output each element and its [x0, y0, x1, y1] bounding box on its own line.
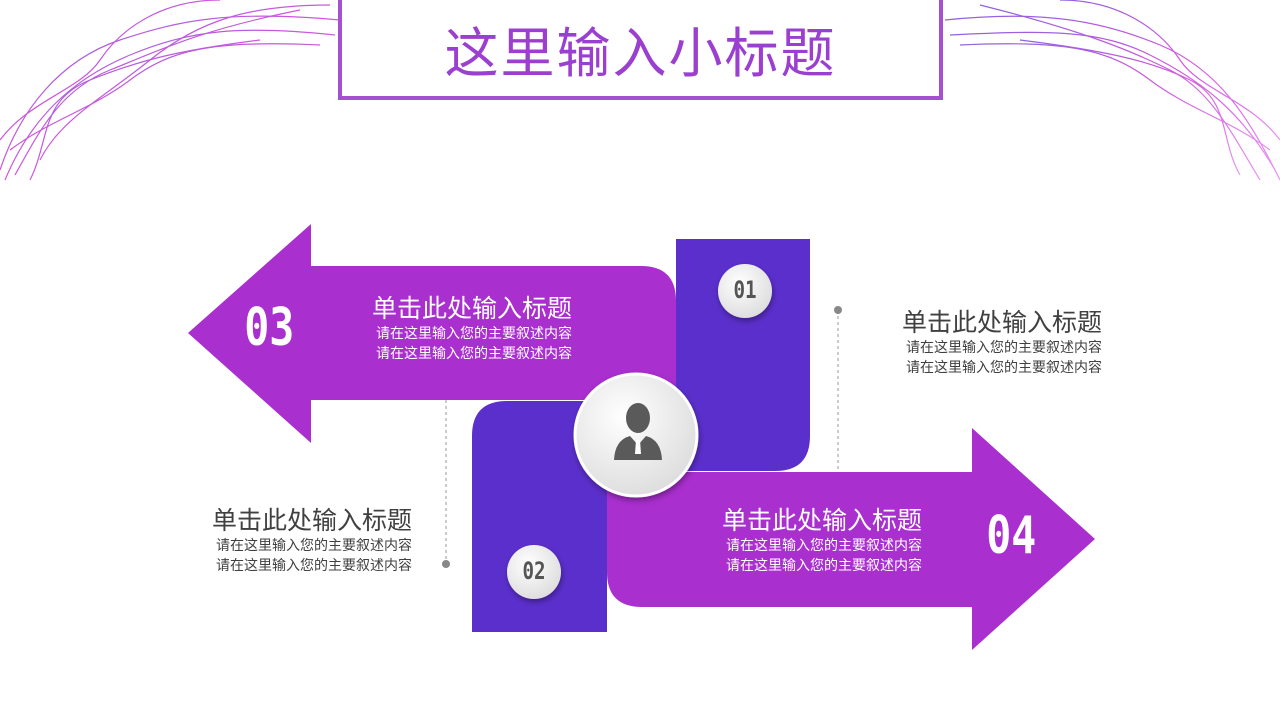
step-04-text: 单击此处输入标题 请在这里输入您的主要叙述内容 请在这里输入您的主要叙述内容 — [722, 506, 922, 576]
badge-02-circle — [507, 545, 561, 599]
badge-02: 02 — [522, 557, 546, 585]
center-circle — [573, 372, 699, 498]
step-04-line-2: 请在这里输入您的主要叙述内容 — [726, 558, 922, 574]
step-02-line-2: 请在这里输入您的主要叙述内容 — [216, 558, 412, 574]
number-04: 04 — [986, 506, 1037, 566]
step-01-line-1: 请在这里输入您的主要叙述内容 — [906, 340, 1102, 356]
connector-dot-02 — [442, 560, 450, 568]
step-04-arrow — [607, 428, 1095, 650]
title-box: 这里输入小标题 — [338, 0, 943, 100]
slide-title: 这里输入小标题 — [444, 21, 837, 85]
step-01-text: 单击此处输入标题 请在这里输入您的主要叙述内容 请在这里输入您的主要叙述内容 — [902, 308, 1102, 378]
step-02-line-1: 请在这里输入您的主要叙述内容 — [216, 538, 412, 554]
step-01-heading: 单击此处输入标题 — [901, 308, 1102, 337]
step-03-text: 单击此处输入标题 请在这里输入您的主要叙述内容 请在这里输入您的主要叙述内容 — [372, 294, 572, 364]
step-01-line-2: 请在这里输入您的主要叙述内容 — [906, 360, 1102, 376]
number-03: 03 — [244, 298, 295, 358]
step-01-block — [676, 239, 810, 471]
step-03-heading: 单击此处输入标题 — [371, 294, 572, 323]
step-03-line-2: 请在这里输入您的主要叙述内容 — [376, 346, 572, 362]
step-04-line-1: 请在这里输入您的主要叙述内容 — [726, 538, 922, 554]
step-02-block — [472, 401, 607, 632]
step-04-heading: 单击此处输入标题 — [721, 506, 922, 535]
step-03-arrow — [188, 224, 676, 443]
connector-dot-01 — [834, 306, 842, 314]
person-icon — [614, 403, 662, 460]
badge-01-circle — [718, 264, 772, 318]
badge-01: 01 — [733, 276, 757, 304]
step-03-line-1: 请在这里输入您的主要叙述内容 — [376, 326, 572, 342]
step-02-text: 单击此处输入标题 请在这里输入您的主要叙述内容 请在这里输入您的主要叙述内容 — [212, 506, 412, 576]
smoke-decoration-left — [0, 0, 341, 181]
smoke-decoration-right — [944, 0, 1280, 181]
step-02-heading: 单击此处输入标题 — [211, 506, 412, 535]
